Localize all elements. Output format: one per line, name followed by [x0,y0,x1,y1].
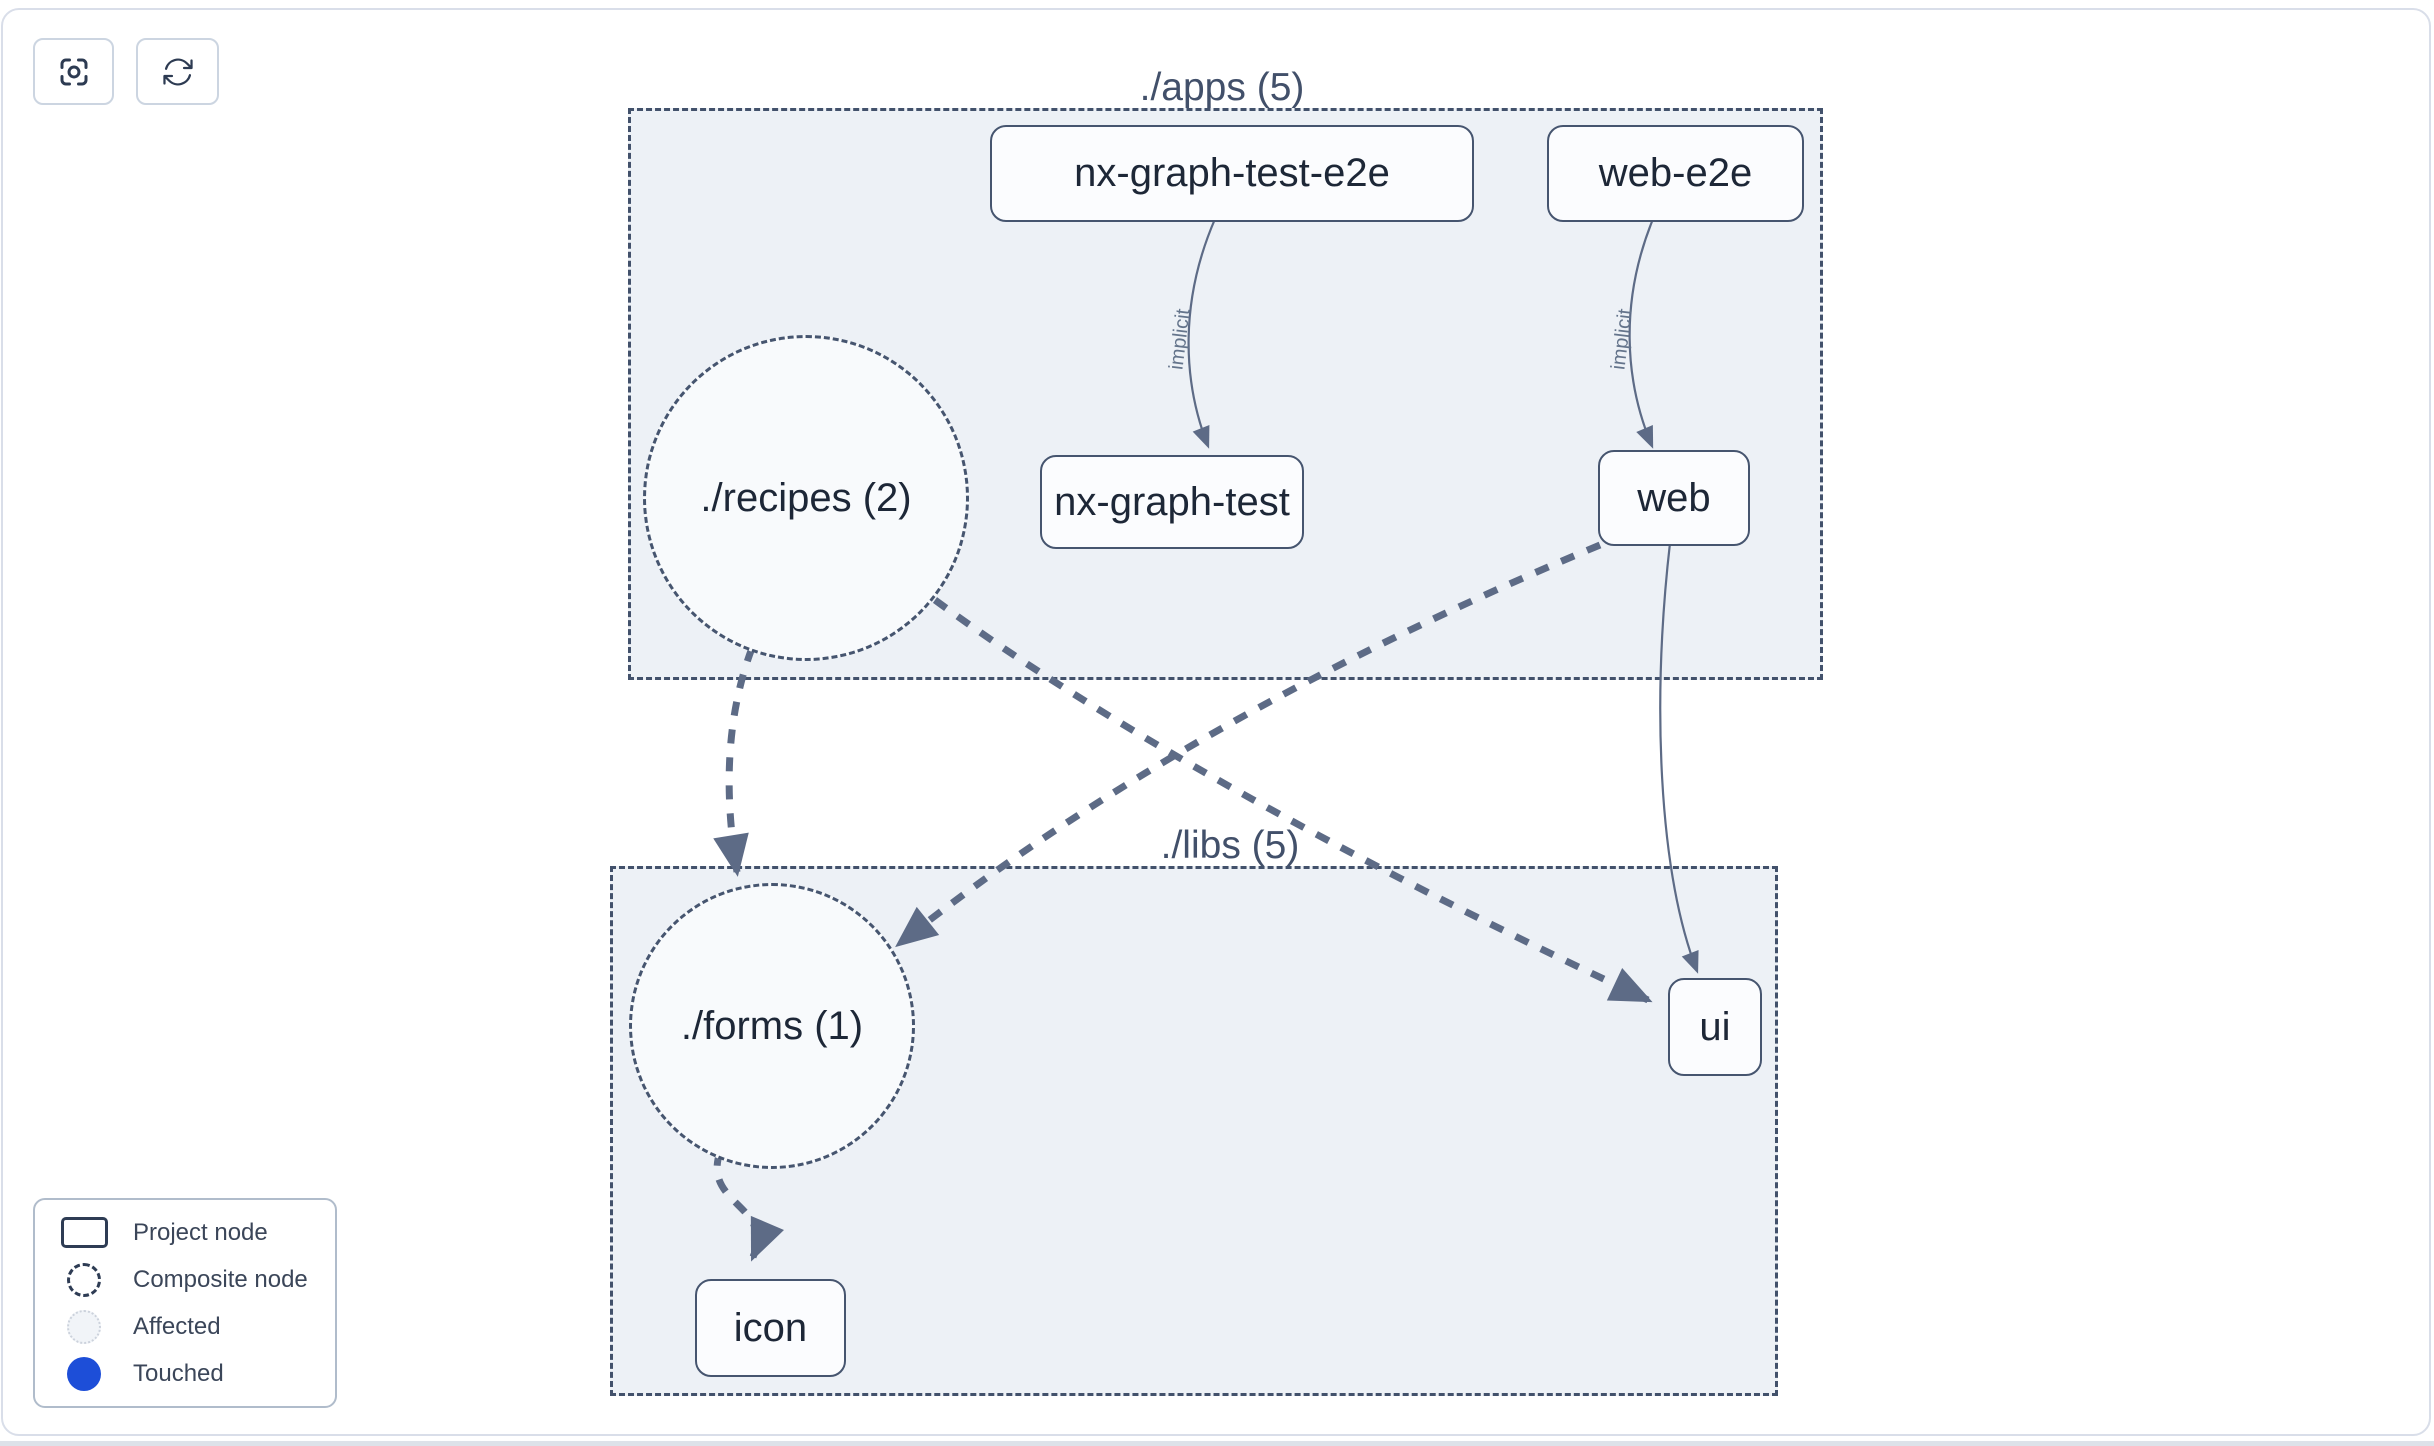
swatch-wrap [35,1262,133,1297]
legend-item-project-node: Project node [35,1209,335,1256]
legend-item-label: Composite node [133,1265,308,1293]
node-label: web-e2e [1598,151,1753,195]
affected-swatch [67,1309,101,1344]
group-libs-label: ./libs (5) [1160,824,1300,867]
node-nx-graph-test[interactable]: nx-graph-test [1040,455,1304,549]
refresh-button[interactable] [136,38,219,105]
group-apps-label: ./apps (5) [1139,66,1305,109]
swatch-wrap [35,1356,133,1391]
swatch-wrap [35,1309,133,1344]
node-forms-composite[interactable]: ./forms (1) [629,883,915,1169]
edge-recipes-to-forms [713,646,756,877]
focus-button[interactable] [33,38,114,105]
legend-item-composite-node: Composite node [35,1256,335,1303]
node-label: ./recipes (2) [700,475,912,520]
node-nx-graph-test-e2e[interactable]: nx-graph-test-e2e [990,125,1474,222]
project-node-swatch [60,1217,108,1248]
swatch-wrap [35,1217,133,1248]
focus-icon [60,58,87,85]
legend-item-touched: Touched [35,1350,335,1397]
bottom-scroll-strip [0,1441,2434,1446]
legend-item-label: Affected [133,1312,221,1340]
node-label: ui [1699,1004,1731,1049]
node-label: nx-graph-test [1054,479,1290,524]
node-recipes-composite[interactable]: ./recipes (2) [643,335,969,661]
composite-node-swatch [67,1262,101,1297]
legend-item-label: Touched [133,1359,224,1387]
legend-item-affected: Affected [35,1303,335,1350]
refresh-icon [162,57,193,86]
node-web[interactable]: web [1598,450,1750,546]
node-ui[interactable]: ui [1668,978,1762,1076]
node-icon[interactable]: icon [695,1279,846,1377]
touched-swatch [67,1356,101,1391]
legend-item-label: Project node [133,1218,268,1246]
node-label: ./forms (1) [680,1003,864,1048]
node-web-e2e[interactable]: web-e2e [1547,125,1804,222]
legend: Project node Composite node Affected Tou… [33,1198,337,1408]
node-label: icon [733,1305,808,1350]
node-label: nx-graph-test-e2e [1074,151,1390,195]
node-label: web [1637,475,1711,520]
